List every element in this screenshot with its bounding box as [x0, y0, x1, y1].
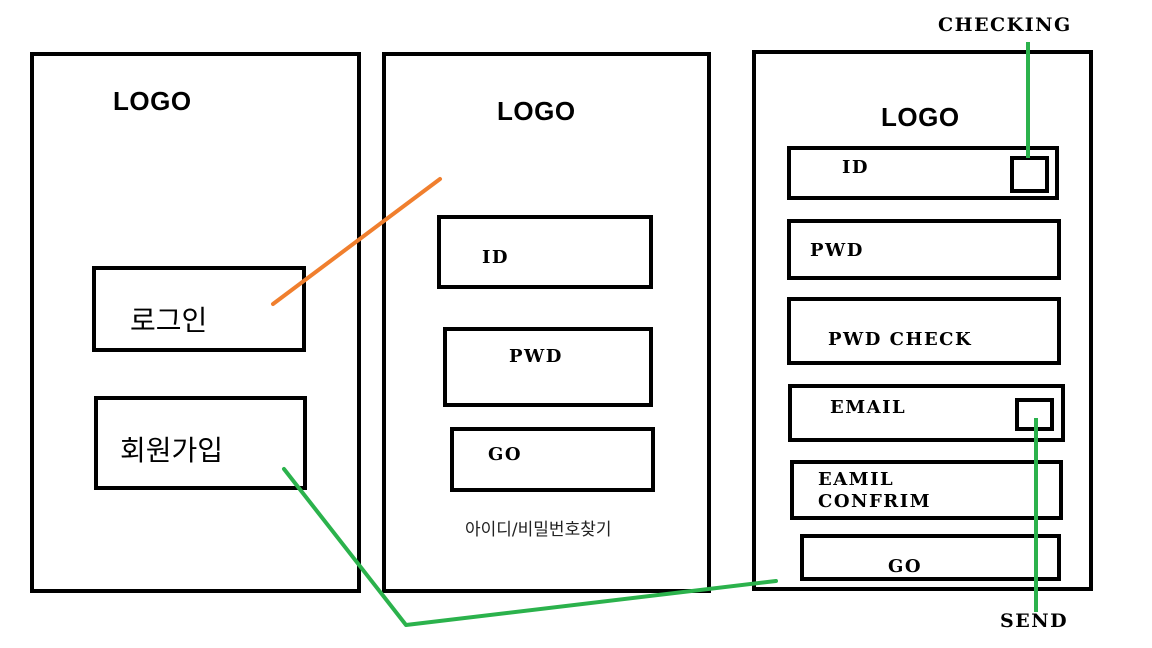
signup-email-label: EMAIL [830, 397, 907, 418]
signup-button-label: 회원가입 [120, 434, 224, 467]
login-button-label: 로그인 [130, 304, 208, 337]
signup-flow-connector [282, 467, 778, 627]
signup-email-confirm-label-line2: CONFRIM [818, 491, 932, 512]
login-pwd-field[interactable] [443, 327, 653, 407]
login-pwd-label: PWD [509, 346, 563, 367]
signup-go-button[interactable] [800, 534, 1061, 581]
screen-login-frame [382, 52, 711, 593]
send-annotation: SEND [1000, 610, 1069, 632]
login-go-button[interactable] [450, 427, 655, 492]
login-button[interactable] [92, 266, 306, 352]
signup-pwd-field[interactable] [787, 219, 1061, 280]
login-id-label: ID [482, 247, 510, 268]
login-id-field[interactable] [437, 215, 653, 289]
signup-email-confirm-field[interactable] [790, 460, 1063, 520]
checking-annotation: CHECKING [938, 14, 1072, 36]
login-go-label: GO [488, 444, 523, 465]
screen1-logo: LOGO [113, 86, 192, 116]
signup-email-confirm-label-line1: EAMIL [818, 469, 895, 490]
screen2-logo: LOGO [497, 96, 576, 126]
signup-id-label: ID [842, 157, 870, 178]
signup-pwd-check-field[interactable] [787, 297, 1061, 365]
signup-pwd-check-label: PWD CHECK [828, 329, 973, 350]
signup-button[interactable] [94, 396, 307, 490]
find-id-password-link[interactable]: 아이디/비밀번호찾기 [465, 520, 612, 540]
login-flow-connector [271, 177, 442, 306]
signup-go-label: GO [888, 556, 923, 577]
screen3-logo: LOGO [881, 102, 960, 132]
signup-pwd-label: PWD [810, 240, 864, 261]
